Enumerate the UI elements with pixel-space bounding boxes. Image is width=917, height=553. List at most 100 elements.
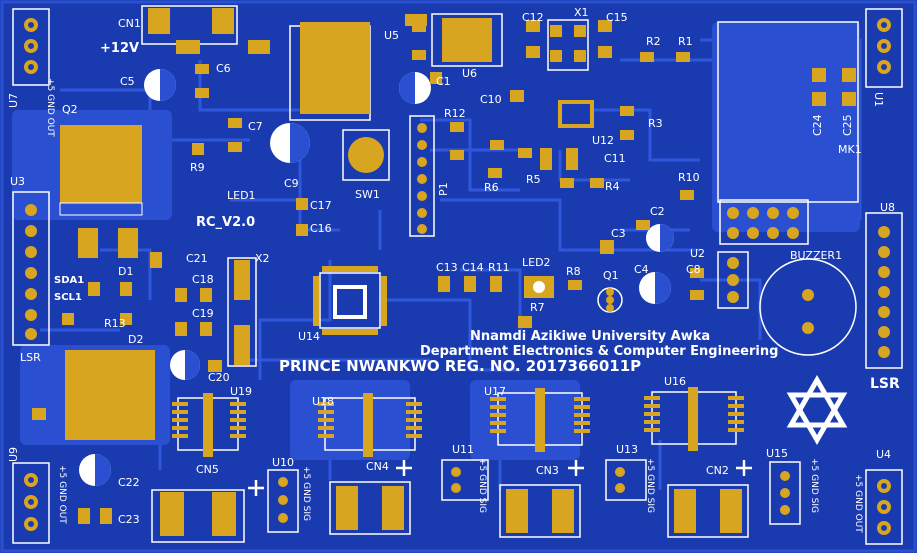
r3-label: R3 xyxy=(648,117,663,130)
d1-label: D1 xyxy=(118,265,134,278)
u17-label: U17 xyxy=(484,385,507,398)
c22-label: C22 xyxy=(118,476,140,489)
c21-label: C21 xyxy=(186,252,208,265)
department-label: Department Electronics & Computer Engine… xyxy=(420,344,779,359)
board-title: PRINCE NWANKWO REG. NO. 2017366011P xyxy=(279,357,642,375)
r11-label: R11 xyxy=(488,261,510,274)
u19-label: U19 xyxy=(230,385,253,398)
r4-label: R4 xyxy=(605,180,620,193)
u10-label: U10 xyxy=(272,456,295,469)
u5-label: U5 xyxy=(384,29,400,42)
lsr-right-label: LSR xyxy=(870,376,900,392)
buzzer-label: BUZZER1 xyxy=(790,249,843,262)
cn4-label: CN4 xyxy=(366,460,389,473)
u2-label: U2 xyxy=(690,247,706,260)
r8-label: R8 xyxy=(566,265,581,278)
star-of-david-logo xyxy=(786,375,848,445)
header-pin-holes xyxy=(28,22,887,531)
u13-pins-label: +5 GND SIG xyxy=(645,458,655,513)
r1-label: R1 xyxy=(678,35,693,48)
u18-label: U18 xyxy=(312,395,335,408)
u9-label: U9 xyxy=(7,446,20,462)
c7-label: C7 xyxy=(248,120,263,133)
led2-label: LED2 xyxy=(522,256,551,269)
cn5-label: CN5 xyxy=(196,463,219,476)
c10-label: C10 xyxy=(480,93,502,106)
c24-label: C24 xyxy=(811,114,824,136)
ic-leads xyxy=(172,396,744,438)
u16-label: U16 xyxy=(664,375,687,388)
cn2-label: CN2 xyxy=(706,464,729,477)
c18-label: C18 xyxy=(192,273,214,286)
electrolytic-caps xyxy=(79,69,674,486)
u7-label: U7 xyxy=(7,92,20,108)
polarity-markers xyxy=(248,460,752,496)
u3-label: U3 xyxy=(10,175,26,188)
scl-label: SCL1 xyxy=(54,292,82,303)
u15-pins-label: +5 GND SIG xyxy=(809,458,819,513)
c20-label: C20 xyxy=(208,371,230,384)
p1-label: P1 xyxy=(437,182,450,196)
u4-label: U4 xyxy=(876,448,892,461)
c14-label: C14 xyxy=(462,261,484,274)
c23-label: C23 xyxy=(118,513,140,526)
u5-pad xyxy=(300,22,370,114)
r13-label: R13 xyxy=(104,317,126,330)
motor-connectors xyxy=(151,481,749,543)
d2-pad xyxy=(65,350,155,440)
cn3-label: CN3 xyxy=(536,464,559,477)
led1-label: LED1 xyxy=(227,189,256,202)
c1-label: C1 xyxy=(436,75,451,88)
mk1-label: MK1 xyxy=(838,143,862,156)
c16-label: C16 xyxy=(310,222,332,235)
q2-label: Q2 xyxy=(62,103,78,116)
d2-label: D2 xyxy=(128,333,144,346)
c12-label: C12 xyxy=(522,11,544,24)
sw1-label: SW1 xyxy=(355,188,380,201)
u9-pins-label: +5 GND OUT xyxy=(57,465,67,524)
c15-label: C15 xyxy=(606,11,628,24)
c19-label: C19 xyxy=(192,307,214,320)
university-label: Nnamdi Azikiwe University Awka xyxy=(470,329,711,344)
u15-label: U15 xyxy=(766,447,789,460)
r12-label: R12 xyxy=(444,107,466,120)
r6-label: R6 xyxy=(484,181,499,194)
u6-label: U6 xyxy=(462,67,478,80)
r2-label: R2 xyxy=(646,35,661,48)
sensor-headers xyxy=(267,459,801,533)
c6-label: C6 xyxy=(216,62,231,75)
connector-outlines xyxy=(12,8,903,545)
u4-pins-label: +5 GND OUT xyxy=(853,474,863,533)
r9-label: R9 xyxy=(190,161,205,174)
u7-pins-label: +5 GND OUT xyxy=(45,78,55,137)
u8-label: U8 xyxy=(880,201,896,214)
lsr-left-label: LSR xyxy=(20,351,41,364)
version-label: RC_V2.0 xyxy=(196,215,256,230)
smd-pads xyxy=(32,20,856,524)
u11-pins-label: +5 GND SIG xyxy=(477,458,487,513)
u13-label: U13 xyxy=(616,443,639,456)
c9-label: C9 xyxy=(284,177,299,190)
u14-label: U14 xyxy=(298,330,321,343)
q2-pad xyxy=(60,125,142,203)
u12-label: U12 xyxy=(592,134,615,147)
r7-label: R7 xyxy=(530,301,545,314)
c13-label: C13 xyxy=(436,261,458,274)
c4-label: C4 xyxy=(634,263,649,276)
x1-label: X1 xyxy=(574,6,589,19)
c2-label: C2 xyxy=(650,205,665,218)
sda-label: SDA1 xyxy=(54,275,85,286)
u10-pins-label: +5 GND SIG xyxy=(301,466,311,521)
c17-label: C17 xyxy=(310,199,332,212)
c8-label: C8 xyxy=(686,263,701,276)
voltage-label: +12V xyxy=(100,41,140,56)
r5-label: R5 xyxy=(526,173,541,186)
c3-label: C3 xyxy=(611,227,626,240)
r10-label: R10 xyxy=(678,171,700,184)
u1-label: U1 xyxy=(872,92,885,108)
x2-label: X2 xyxy=(255,252,270,265)
q1-label: Q1 xyxy=(603,269,619,282)
c25-label: C25 xyxy=(841,114,854,136)
